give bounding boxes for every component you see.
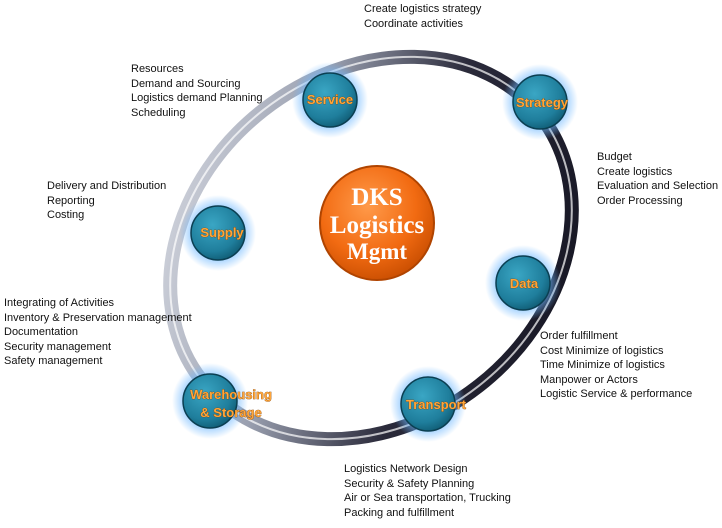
list-item: Coordinate activities <box>364 17 464 30</box>
center-title-line3: Mgmt <box>347 239 407 264</box>
list-item: Security management <box>4 340 111 353</box>
list-item: Logistics demand Planning <box>131 92 263 104</box>
service-notes: Resources Demand and Sourcing Logistics … <box>131 62 262 120</box>
list-item: Cost Minimize of logistics <box>540 344 664 357</box>
warehousing-notes: Integrating of Activities Inventory & Pr… <box>4 296 192 369</box>
strategy-notes: Create logistics strategy Coordinate act… <box>364 2 481 31</box>
list-item: Logistics Network Design <box>344 463 468 475</box>
center-title-line1: DKS <box>351 184 402 211</box>
node-strategy-label: Strategy <box>516 95 569 110</box>
data-notes: Budget Create logistics Evaluation and S… <box>597 150 718 208</box>
list-item: Reporting <box>47 194 95 207</box>
transport-right-notes: Order fulfillment Cost Minimize of logis… <box>540 329 692 402</box>
list-item: Create logistics strategy <box>364 3 482 15</box>
node-service-label: Service <box>307 92 353 107</box>
transport-bottom-notes: Logistics Network Design Security & Safe… <box>344 462 511 520</box>
list-item: Manpower or Actors <box>540 373 638 386</box>
list-item: Create logistics <box>597 165 673 178</box>
node-warehousing-label-line1: Warehousing <box>190 387 272 402</box>
node-data: Data <box>485 245 561 321</box>
list-item: Packing and fulfillment <box>344 506 455 519</box>
node-service: Service <box>292 62 368 138</box>
center-title-line2: Logistics <box>330 212 425 239</box>
list-item: Resources <box>131 63 184 75</box>
list-item: Budget <box>597 151 632 163</box>
list-item: Order Processing <box>597 194 683 207</box>
list-item: Safety management <box>4 355 103 367</box>
node-warehousing-label-line2: & Storage <box>200 405 261 420</box>
node-supply: Supply <box>180 195 256 271</box>
list-item: Logistic Service & performance <box>540 388 693 400</box>
list-item: Delivery and Distribution <box>47 180 167 192</box>
list-item: Documentation <box>4 326 78 338</box>
node-supply-label: Supply <box>200 225 244 240</box>
list-item: Time Minimize of logistics <box>540 359 665 371</box>
node-warehousing: Warehousing & Storage <box>172 363 272 439</box>
list-item: Order fulfillment <box>540 330 618 342</box>
list-item: Security & Safety Planning <box>344 477 475 490</box>
list-item: Integrating of Activities <box>4 297 115 309</box>
supply-notes: Delivery and Distribution Reporting Cost… <box>47 179 166 223</box>
node-transport-label: Transport <box>406 397 467 412</box>
list-item: Evaluation and Selection <box>597 180 719 192</box>
list-item: Scheduling <box>131 106 186 119</box>
center-hub: DKS Logistics Mgmt <box>319 165 435 281</box>
node-strategy: Strategy <box>502 64 578 140</box>
node-data-label: Data <box>510 276 539 291</box>
list-item: Inventory & Preservation management <box>4 311 192 324</box>
list-item: Air or Sea transportation, Trucking <box>344 492 511 504</box>
list-item: Costing <box>47 209 85 221</box>
list-item: Demand and Sourcing <box>131 77 241 90</box>
node-transport: Transport <box>390 366 467 442</box>
